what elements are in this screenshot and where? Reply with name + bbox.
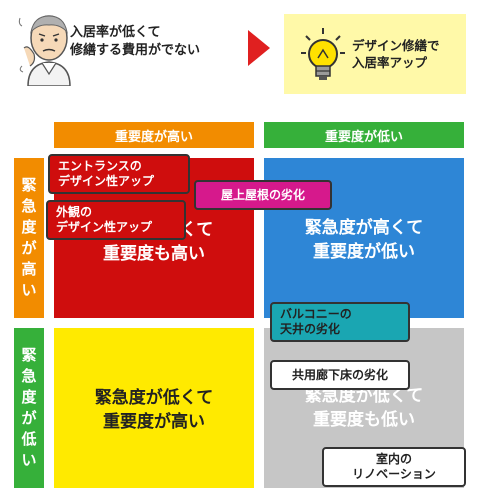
row-header-char: い <box>21 451 37 469</box>
item-label-line-1: エントランスの <box>58 159 142 173</box>
row-header-char: 急 <box>21 197 37 215</box>
quadrant-label-line-1: 緊急度が低くて <box>94 388 214 408</box>
goal-statement: デザイン修繕で 入居率アップ <box>352 37 464 71</box>
row-header-char: い <box>21 281 37 299</box>
item-label-line-1: バルコニーの <box>280 307 352 321</box>
row-header-char: が <box>21 409 37 427</box>
column-header-low-importance: 重要度が低い <box>264 122 464 148</box>
quadrant-label-line-2: 重要度も高い <box>103 244 205 264</box>
item-entrance-design: エントランスの デザイン性アップ <box>48 154 190 194</box>
quadrant-label-line-1: 緊急度が高くて <box>304 218 424 238</box>
row-header-char: 高 <box>21 260 37 278</box>
item-label-line-1: 室内の <box>375 452 412 466</box>
row-header-char: 緊 <box>21 176 37 194</box>
worried-person-icon <box>18 15 71 86</box>
item-exterior-design: 外観の デザイン性アップ <box>46 200 186 240</box>
row-header-low-urgency: 緊 急 度 が 低 い <box>14 328 44 488</box>
quadrant-label-line-2: 重要度も低い <box>313 410 415 430</box>
item-label-line-2: デザイン性アップ <box>56 220 153 234</box>
item-rooftop-deterioration: 屋上屋根の劣化 <box>194 180 332 210</box>
problem-line-2: 修繕する費用がでない <box>70 43 201 58</box>
item-label-line-2: リノベーション <box>352 467 436 481</box>
item-label-line-2: 天井の劣化 <box>280 322 341 336</box>
row-header-char: 度 <box>21 388 37 406</box>
row-header-char: 緊 <box>21 346 37 364</box>
goal-line-1: デザイン修繕で <box>352 38 440 53</box>
item-label-line-2: デザイン性アップ <box>58 174 155 188</box>
arrow-right-icon <box>248 30 270 66</box>
quadrant-low-urgency-high-importance: 緊急度が低くて 重要度が高い <box>54 328 254 488</box>
item-label-line-1: 外観の <box>56 205 93 219</box>
item-room-renovation: 室内の リノベーション <box>322 447 466 487</box>
quadrant-label-line-2: 重要度が高い <box>103 412 205 432</box>
quadrant-label-line-2: 重要度が低い <box>313 242 415 262</box>
problem-line-1: 入居率が低くて <box>70 25 161 40</box>
goal-line-2: 入居率アップ <box>352 55 428 70</box>
item-corridor-floor: 共用廊下床の劣化 <box>270 360 410 390</box>
item-label-line-1: 共用廊下床の劣化 <box>291 367 388 382</box>
row-header-char: 急 <box>21 367 37 385</box>
item-label-line-1: 屋上屋根の劣化 <box>220 187 305 202</box>
column-header-high-importance: 重要度が高い <box>54 122 254 148</box>
row-header-high-urgency: 緊 急 度 が 高 い <box>14 158 44 318</box>
problem-statement: 入居率が低くて 修繕する費用がでない <box>70 24 230 80</box>
row-header-char: が <box>21 239 37 257</box>
quadrant-label-line-1: 緊急度が低くて <box>304 386 424 406</box>
row-header-char: 低 <box>21 430 37 448</box>
row-header-char: 度 <box>21 218 37 236</box>
light-bulb-icon <box>301 28 345 80</box>
item-balcony-ceiling: バルコニーの 天井の劣化 <box>270 302 410 342</box>
